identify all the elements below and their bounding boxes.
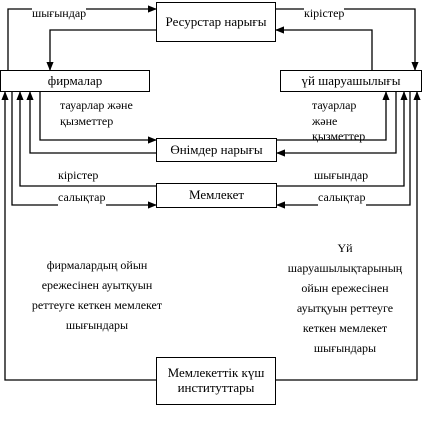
label-top-right-incomes: кірістер (304, 6, 345, 22)
state-label: Мемлекет (188, 187, 245, 203)
households-node: үй шаруашылығы (280, 70, 422, 92)
arrow-state-incomes-to-firms (16, 91, 156, 187)
arrow-state-costs-to-households (276, 91, 408, 187)
arrow-institutions-to-firms (1, 91, 156, 381)
state-node: Мемлекет (156, 183, 277, 208)
label-left-state-costs: фирмалардың ойын ережесінен ауытқуын рет… (31, 258, 163, 332)
firms-node: фирмалар (0, 70, 150, 92)
label-left-goods: тауарлар және қызметтер (60, 98, 133, 128)
arrow-product-market-to-firms (26, 91, 156, 154)
firms-label: фирмалар (47, 72, 103, 88)
arrow-resource-market-to-firms (46, 29, 156, 71)
resource-market-node: Ресурстар нарығы (156, 2, 276, 42)
resource-market-label: Ресурстар нарығы (165, 13, 267, 29)
arrow-institutions-to-households (276, 91, 421, 381)
institutions-label: Мемлекеттік күш институттары (167, 365, 265, 395)
label-left-incomes: кірістер (58, 168, 99, 184)
arrow-firms-costs-to-resource-market (7, 5, 157, 70)
label-right-taxes: салықтар (318, 190, 366, 206)
households-label: үй шаруашылығы (301, 72, 401, 88)
label-right-costs: шығындар (314, 168, 369, 184)
arrow-firms-taxes-to-state (11, 92, 157, 209)
arrow-households-to-product-market (276, 92, 397, 157)
label-right-goods: тауарлар және қызметтер (312, 98, 366, 144)
institutions-node: Мемлекеттік күш институттары (156, 357, 276, 405)
product-market-node: Өнімдер нарығы (156, 138, 277, 162)
label-right-state-costs: Үй шаруашылықтарының ойын ережесінен ауы… (287, 241, 403, 355)
arrow-product-market-to-households (277, 91, 390, 141)
arrow-households-to-resource-market (275, 26, 373, 70)
label-top-left-costs: шығындар (32, 6, 87, 22)
arrow-resource-market-incomes-to-households (276, 8, 419, 71)
arrow-firms-goods-to-product-market (39, 92, 157, 144)
product-market-label: Өнімдер нарығы (170, 141, 263, 157)
label-left-taxes: салықтар (58, 190, 106, 206)
